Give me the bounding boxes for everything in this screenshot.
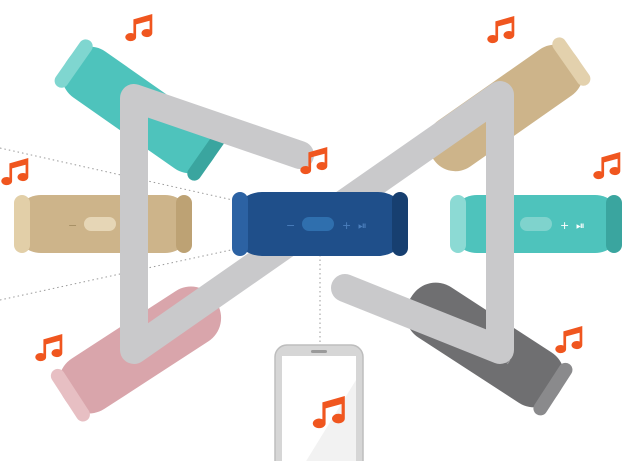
speaker-control-pill <box>520 217 552 231</box>
phone <box>275 345 363 461</box>
music-note-icon <box>555 326 582 353</box>
speaker-gold-left: − + <box>14 195 192 253</box>
speaker-control-pill <box>302 217 334 231</box>
music-note-icon <box>593 152 620 179</box>
speaker-blue-center: − + ⏯ <box>232 192 408 256</box>
minus-icon: − <box>286 219 295 232</box>
music-note-icon <box>35 334 62 361</box>
minus-icon: − <box>68 219 77 232</box>
play-pause-icon: ⏯ <box>358 219 367 232</box>
plus-icon: + <box>342 219 351 232</box>
music-note-icon <box>1 158 28 185</box>
music-note-icon <box>487 16 514 43</box>
play-pause-icon: ⏯ <box>576 219 585 232</box>
phone-speaker-slot <box>311 350 327 353</box>
speaker-teal-right: + ⏯ <box>450 195 622 253</box>
music-note-icon <box>125 14 152 41</box>
speaker-control-pill <box>84 217 116 231</box>
plus-icon: + <box>560 219 569 232</box>
